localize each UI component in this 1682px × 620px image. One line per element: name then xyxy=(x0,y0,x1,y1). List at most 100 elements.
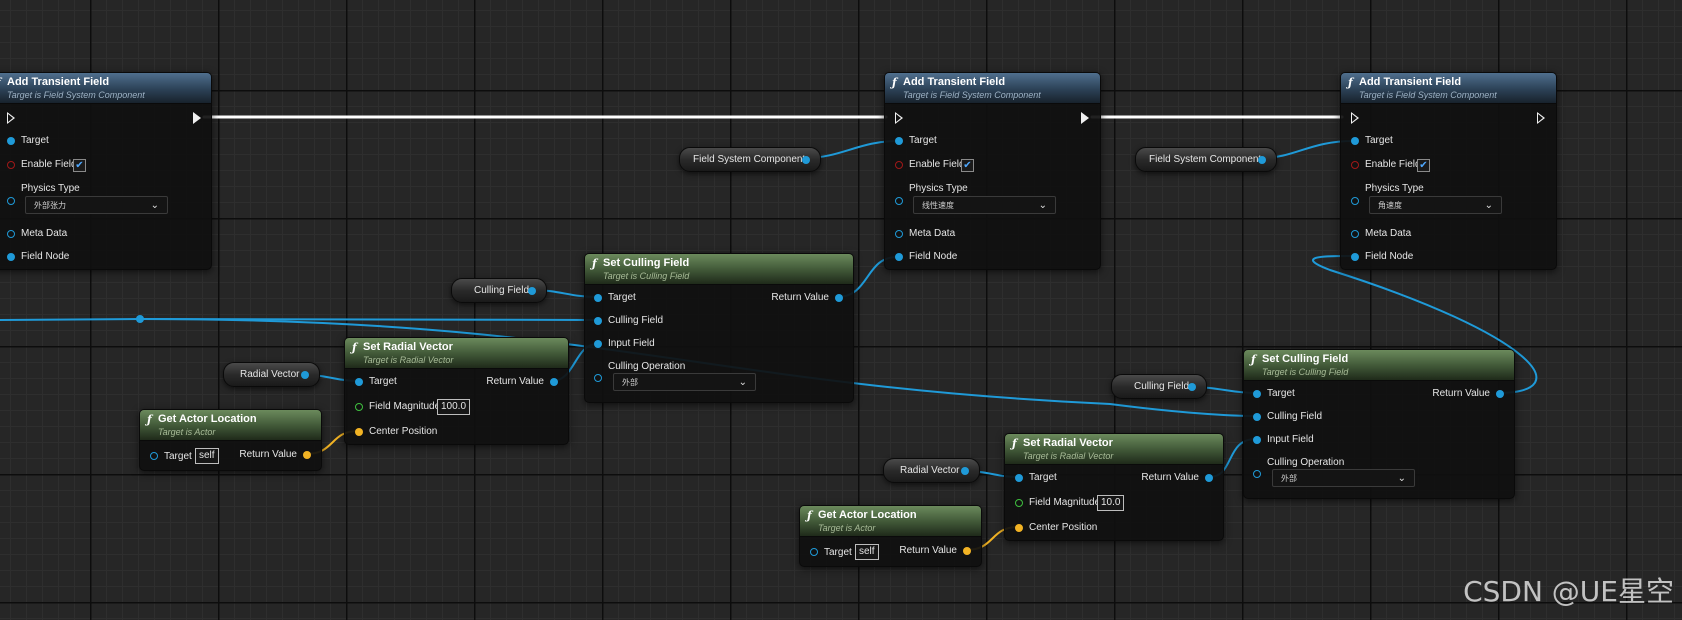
meta-data-pin[interactable] xyxy=(895,230,903,238)
target-pin[interactable] xyxy=(150,452,158,460)
field-node-pin[interactable] xyxy=(1351,253,1359,261)
var-output-pin[interactable] xyxy=(301,371,309,379)
field-node-label: Field Node xyxy=(909,251,958,262)
node-header[interactable]: ƒ Set Radial Vector Target is Radial Vec… xyxy=(1005,434,1223,465)
reroute-knot[interactable] xyxy=(136,315,144,323)
return-value-pin[interactable] xyxy=(550,378,558,386)
node-header[interactable]: ƒ Set Culling Field Target is Culling Fi… xyxy=(585,254,853,285)
return-value-pin[interactable] xyxy=(835,294,843,302)
physics-type-pin[interactable] xyxy=(1351,197,1359,205)
function-icon: ƒ xyxy=(1348,76,1353,89)
field-node-pin[interactable] xyxy=(7,253,15,261)
var-culling-field-2[interactable]: Culling Field xyxy=(1111,374,1207,399)
return-value-pin[interactable] xyxy=(1205,474,1213,482)
node-subtitle: Target is Radial Vector xyxy=(1023,451,1114,461)
target-label: Target xyxy=(21,135,49,146)
enable-field-pin[interactable] xyxy=(1351,161,1359,169)
center-position-pin[interactable] xyxy=(1015,524,1023,532)
exec-out-pin-icon[interactable] xyxy=(193,112,201,124)
node-set-radial-vector-1[interactable]: ƒ Set Radial Vector Target is Radial Vec… xyxy=(344,337,569,445)
node-add-transient-field-1[interactable]: ƒ Add Transient Field Target is Field Sy… xyxy=(0,72,212,270)
physics-type-dropdown[interactable]: 角速度⌄ xyxy=(1369,196,1502,214)
target-pin[interactable] xyxy=(1015,474,1023,482)
exec-in-pin-icon[interactable] xyxy=(7,112,15,124)
physics-type-dropdown[interactable]: 外部张力⌄ xyxy=(25,196,168,214)
exec-in-pin-icon[interactable] xyxy=(895,112,903,124)
var-output-pin[interactable] xyxy=(1188,383,1196,391)
culling-operation-pin[interactable] xyxy=(1253,470,1261,478)
node-header[interactable]: ƒ Add Transient Field Target is Field Sy… xyxy=(885,73,1100,104)
target-self-input[interactable]: self xyxy=(855,544,879,560)
node-header[interactable]: ƒ Get Actor Location Target is Actor xyxy=(140,410,321,441)
var-radial-vector-2[interactable]: Radial Vector xyxy=(883,458,980,483)
culling-operation-pin[interactable] xyxy=(594,374,602,382)
node-header[interactable]: ƒ Get Actor Location Target is Actor xyxy=(800,506,981,537)
center-position-pin[interactable] xyxy=(355,428,363,436)
target-pin[interactable] xyxy=(355,378,363,386)
node-add-transient-field-2[interactable]: ƒ Add Transient Field Target is Field Sy… xyxy=(884,72,1101,270)
enable-field-checkbox[interactable]: ✔ xyxy=(1417,159,1430,172)
node-add-transient-field-3[interactable]: ƒ Add Transient Field Target is Field Sy… xyxy=(1340,72,1557,270)
field-node-label: Field Node xyxy=(1365,251,1414,262)
target-pin[interactable] xyxy=(7,137,15,145)
return-value-pin[interactable] xyxy=(963,547,971,555)
node-subtitle: Target is Field System Component xyxy=(7,90,145,100)
checkbox-checked-icon: ✔ xyxy=(963,160,972,171)
target-pin[interactable] xyxy=(594,294,602,302)
exec-out-pin-icon[interactable] xyxy=(1537,112,1545,124)
node-set-culling-field-2[interactable]: ƒ Set Culling Field Target is Culling Fi… xyxy=(1243,349,1515,499)
field-magnitude-input[interactable]: 100.0 xyxy=(437,399,471,415)
input-field-pin[interactable] xyxy=(1253,436,1261,444)
input-field-label: Input Field xyxy=(1267,434,1314,445)
enable-field-checkbox[interactable]: ✔ xyxy=(961,159,974,172)
var-output-pin[interactable] xyxy=(961,467,969,475)
node-set-culling-field-1[interactable]: ƒ Set Culling Field Target is Culling Fi… xyxy=(584,253,854,403)
node-header[interactable]: ƒ Add Transient Field Target is Field Sy… xyxy=(1341,73,1556,104)
target-pin[interactable] xyxy=(1351,137,1359,145)
enable-field-pin[interactable] xyxy=(895,161,903,169)
field-magnitude-pin[interactable] xyxy=(1015,499,1023,507)
node-header[interactable]: ƒ Set Radial Vector Target is Radial Vec… xyxy=(345,338,568,369)
node-get-actor-location-1[interactable]: ƒ Get Actor Location Target is Actor Tar… xyxy=(139,409,322,471)
var-label: Radial Vector xyxy=(900,465,960,476)
meta-data-pin[interactable] xyxy=(7,230,15,238)
target-self-input[interactable]: self xyxy=(195,448,219,464)
field-node-pin[interactable] xyxy=(895,253,903,261)
node-get-actor-location-2[interactable]: ƒ Get Actor Location Target is Actor Tar… xyxy=(799,505,982,567)
var-output-pin[interactable] xyxy=(1258,156,1266,164)
field-magnitude-pin[interactable] xyxy=(355,403,363,411)
node-set-radial-vector-2[interactable]: ƒ Set Radial Vector Target is Radial Vec… xyxy=(1004,433,1224,541)
node-header[interactable]: ƒ Set Culling Field Target is Culling Fi… xyxy=(1244,350,1514,381)
return-value-label: Return Value xyxy=(486,376,544,387)
enable-field-checkbox[interactable]: ✔ xyxy=(73,159,86,172)
physics-type-pin[interactable] xyxy=(7,197,15,205)
input-field-pin[interactable] xyxy=(594,340,602,348)
physics-type-dropdown[interactable]: 线性速度⌄ xyxy=(913,196,1056,214)
watermark: CSDN @UE星空 xyxy=(1463,575,1674,608)
var-label: Culling Field xyxy=(1134,381,1190,392)
return-value-pin[interactable] xyxy=(303,451,311,459)
culling-operation-dropdown[interactable]: 外部⌄ xyxy=(613,373,756,391)
culling-field-pin[interactable] xyxy=(594,317,602,325)
field-magnitude-input[interactable]: 10.0 xyxy=(1097,495,1125,511)
culling-field-pin[interactable] xyxy=(1253,413,1261,421)
node-header[interactable]: ƒ Add Transient Field Target is Field Sy… xyxy=(0,73,211,104)
var-output-pin[interactable] xyxy=(528,287,536,295)
var-culling-field-1[interactable]: Culling Field xyxy=(451,278,547,303)
exec-out-pin-icon[interactable] xyxy=(1081,112,1089,124)
var-radial-vector-1[interactable]: Radial Vector xyxy=(223,362,320,387)
physics-type-pin[interactable] xyxy=(895,197,903,205)
target-pin[interactable] xyxy=(810,548,818,556)
var-field-system-component-1[interactable]: Field System Component xyxy=(679,147,821,172)
meta-data-pin[interactable] xyxy=(1351,230,1359,238)
meta-data-label: Meta Data xyxy=(909,228,956,239)
culling-operation-label: Culling Operation xyxy=(608,361,686,372)
target-pin[interactable] xyxy=(895,137,903,145)
target-pin[interactable] xyxy=(1253,390,1261,398)
exec-in-pin-icon[interactable] xyxy=(1351,112,1359,124)
culling-operation-dropdown[interactable]: 外部⌄ xyxy=(1272,469,1415,487)
var-output-pin[interactable] xyxy=(802,156,810,164)
var-field-system-component-2[interactable]: Field System Component xyxy=(1135,147,1277,172)
enable-field-pin[interactable] xyxy=(7,161,15,169)
return-value-pin[interactable] xyxy=(1496,390,1504,398)
